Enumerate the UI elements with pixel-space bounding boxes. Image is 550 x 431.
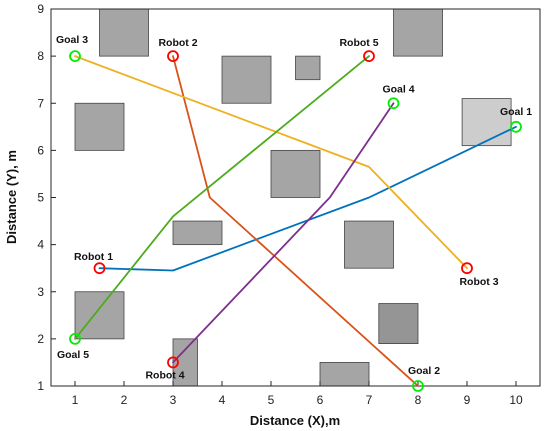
obstacle-10 bbox=[74, 291, 125, 340]
start-marker bbox=[363, 50, 375, 63]
obstacle-9 bbox=[344, 220, 394, 269]
obstacle-13 bbox=[319, 362, 370, 387]
goal-marker bbox=[412, 380, 424, 392]
x-tick-label: 1 bbox=[72, 393, 79, 407]
y-tick-label: 1 bbox=[37, 379, 44, 393]
path-robot-1 bbox=[98, 125, 517, 272]
start-label: Robot 2 bbox=[158, 37, 197, 49]
x-tick-label: 7 bbox=[366, 393, 373, 407]
x-tick-label: 8 bbox=[415, 393, 422, 407]
y-tick-label: 5 bbox=[37, 191, 44, 205]
y-axis-label: Distance (Y), m bbox=[4, 150, 19, 244]
x-tick-label: 2 bbox=[121, 393, 128, 407]
obstacle-12 bbox=[172, 338, 198, 387]
start-label: Robot 5 bbox=[339, 37, 378, 49]
y-tick-label: 9 bbox=[37, 2, 44, 16]
obstacle-1 bbox=[99, 8, 149, 57]
path-robot-2 bbox=[172, 55, 419, 387]
obstacle-3 bbox=[221, 55, 272, 104]
goal-label: Goal 5 bbox=[57, 349, 89, 361]
obstacles-layer bbox=[74, 8, 512, 387]
paths-layer bbox=[74, 55, 517, 387]
y-tick-label: 7 bbox=[37, 96, 44, 110]
y-tick-label: 8 bbox=[37, 49, 44, 63]
start-label: Robot 4 bbox=[145, 369, 184, 381]
start-marker bbox=[93, 262, 106, 275]
goal-label: Goal 3 bbox=[56, 34, 88, 46]
y-tick-label: 4 bbox=[37, 238, 44, 252]
point-labels-layer: Robot 1 Goal 1 Robot 2 Goal 2 Robot 3 Goal 3 R… bbox=[56, 34, 532, 381]
x-tick-label: 6 bbox=[317, 393, 324, 407]
goal-marker bbox=[69, 50, 81, 63]
x-tick-label: 10 bbox=[509, 393, 523, 407]
obstacle-7 bbox=[270, 149, 321, 198]
goal-marker bbox=[510, 120, 522, 133]
obstacle-2 bbox=[74, 102, 125, 151]
x-tick-label: 9 bbox=[464, 393, 471, 407]
goal-label: Goal 2 bbox=[408, 365, 440, 377]
goal-label: Goal 1 bbox=[500, 106, 532, 118]
ticks-layer: 1 2 3 4 5 6 7 8 9 10 1 2 3 4 5 6 7 8 9 bbox=[37, 2, 523, 407]
y-tick-label: 6 bbox=[37, 143, 44, 157]
goal-label: Goal 4 bbox=[382, 83, 414, 95]
y-tick-label: 2 bbox=[37, 332, 44, 346]
obstacle-5 bbox=[393, 8, 443, 57]
obstacle-11 bbox=[378, 303, 419, 344]
path-robot-4 bbox=[172, 102, 395, 364]
obstacle-4 bbox=[295, 55, 321, 81]
obstacle-6 bbox=[461, 98, 512, 147]
markers-layer bbox=[69, 50, 522, 392]
y-tick-label: 3 bbox=[37, 285, 44, 299]
x-tick-label: 5 bbox=[268, 393, 275, 407]
start-marker bbox=[461, 262, 473, 275]
start-label: Robot 3 bbox=[459, 276, 498, 288]
x-tick-label: 3 bbox=[170, 393, 177, 407]
x-tick-label: 4 bbox=[219, 393, 226, 407]
start-marker bbox=[167, 356, 179, 369]
path-robot-5 bbox=[74, 55, 370, 340]
start-marker bbox=[167, 50, 179, 63]
x-axis-label: Distance (X),m bbox=[250, 413, 340, 428]
start-label: Robot 1 bbox=[74, 251, 113, 263]
goal-marker bbox=[387, 97, 400, 110]
obstacle-8 bbox=[172, 220, 223, 246]
path-robot-3 bbox=[74, 55, 468, 270]
goal-marker bbox=[69, 332, 81, 345]
